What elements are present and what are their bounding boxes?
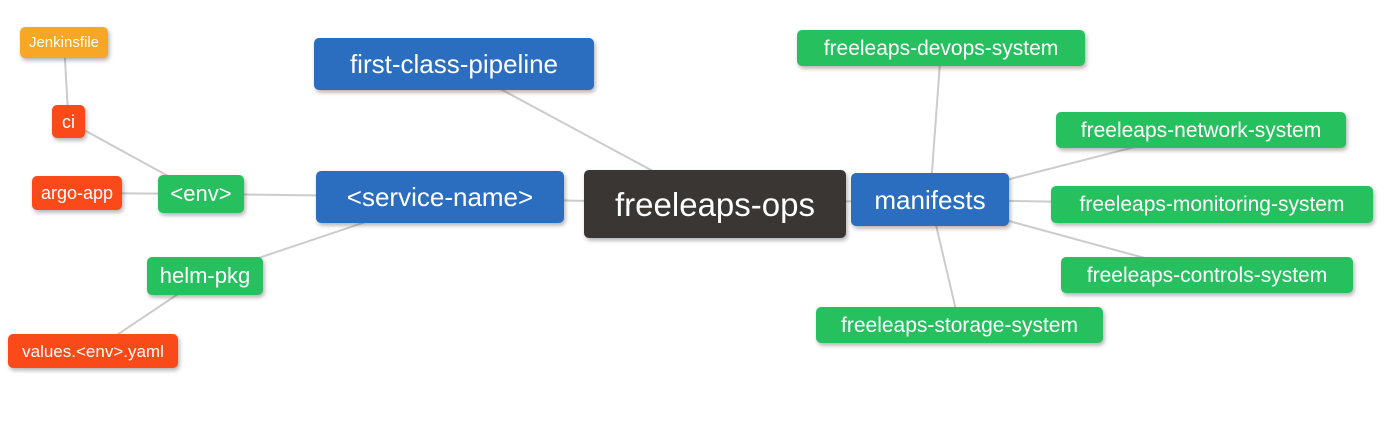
node-freeleaps-monitoring-system[interactable]: freeleaps-monitoring-system: [1051, 186, 1373, 223]
node-freeleaps-devops-system[interactable]: freeleaps-devops-system: [797, 30, 1085, 66]
node-ci[interactable]: ci: [52, 105, 85, 138]
node-freeleaps-network-system[interactable]: freeleaps-network-system: [1056, 112, 1346, 148]
node-freeleaps-controls-system[interactable]: freeleaps-controls-system: [1061, 257, 1353, 293]
node-env[interactable]: <env>: [158, 175, 244, 213]
node-helm-pkg[interactable]: helm-pkg: [147, 257, 263, 295]
node-manifests[interactable]: manifests: [851, 173, 1009, 226]
node-freeleaps-storage-system[interactable]: freeleaps-storage-system: [816, 307, 1103, 343]
node-argo-app[interactable]: argo-app: [32, 176, 122, 210]
node-jenkinsfile[interactable]: Jenkinsfile: [20, 27, 108, 58]
node-first-class-pipeline[interactable]: first-class-pipeline: [314, 38, 594, 90]
node-service-name[interactable]: <service-name>: [316, 171, 564, 223]
node-freeleaps-ops[interactable]: freeleaps-ops: [584, 170, 846, 238]
node-values-env-yaml[interactable]: values.<env>.yaml: [8, 334, 178, 368]
